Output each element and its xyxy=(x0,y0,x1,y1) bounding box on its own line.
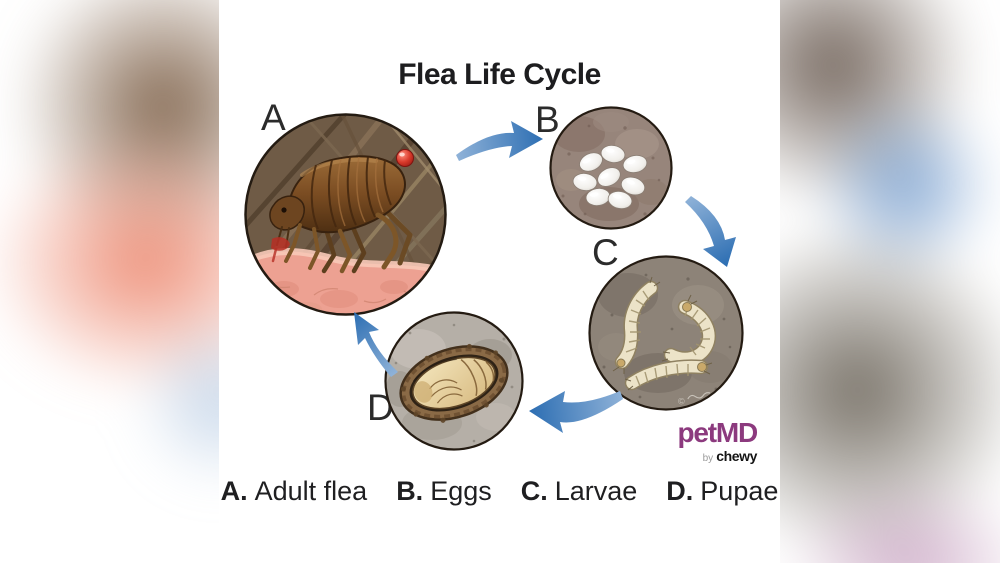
legend-label-a: Adult flea xyxy=(254,476,368,506)
legend-label-d: Pupae xyxy=(700,476,779,506)
legend-label-c: Larvae xyxy=(554,476,638,506)
infographic-panel: Flea Life Cycle A B C D xyxy=(219,0,780,563)
flea-figure xyxy=(269,149,414,274)
legend-item-pupae: D.Pupae xyxy=(666,476,778,507)
legend-item-eggs: B.Eggs xyxy=(396,476,492,507)
blood-droplet xyxy=(396,149,414,167)
larvae-illustration: © xyxy=(588,255,744,411)
artist-signature: © xyxy=(677,392,711,407)
arrow-a-to-b xyxy=(456,121,543,161)
eggs-illustration xyxy=(549,106,673,230)
legend-letter-a: A. xyxy=(220,476,248,506)
cycle-node-pupae xyxy=(384,311,524,456)
petmd-wordmark: petMD xyxy=(677,417,758,448)
adult-flea-illustration xyxy=(244,113,447,316)
legend-letter-d: D. xyxy=(666,476,694,506)
larva-3 xyxy=(624,359,713,391)
cycle-node-eggs xyxy=(549,106,673,235)
cycle-node-larvae: © xyxy=(588,255,744,416)
legend-label-b: Eggs xyxy=(430,476,492,506)
pupa xyxy=(412,356,496,410)
legend: A.Adult flea B.Eggs C.Larvae D.Pupae xyxy=(219,476,780,507)
legend-item-larvae: C.Larvae xyxy=(521,476,638,507)
cocoon xyxy=(399,343,509,423)
legend-item-adult-flea: A.Adult flea xyxy=(221,476,368,507)
svg-text:©: © xyxy=(677,396,686,407)
legend-letter-c: C. xyxy=(520,476,548,506)
legend-letter-b: B. xyxy=(396,476,424,506)
stage-label-c: C xyxy=(592,232,619,273)
page-title: Flea Life Cycle xyxy=(398,58,601,91)
cycle-node-adult-flea xyxy=(244,113,447,321)
pupae-illustration xyxy=(384,311,524,451)
larva-2 xyxy=(661,294,717,366)
chewy-wordmark: chewy xyxy=(716,448,757,465)
byline-by: by xyxy=(702,453,714,465)
egg-cluster xyxy=(572,144,648,210)
larva-1 xyxy=(612,276,661,374)
stage-label-a: A xyxy=(261,97,286,138)
